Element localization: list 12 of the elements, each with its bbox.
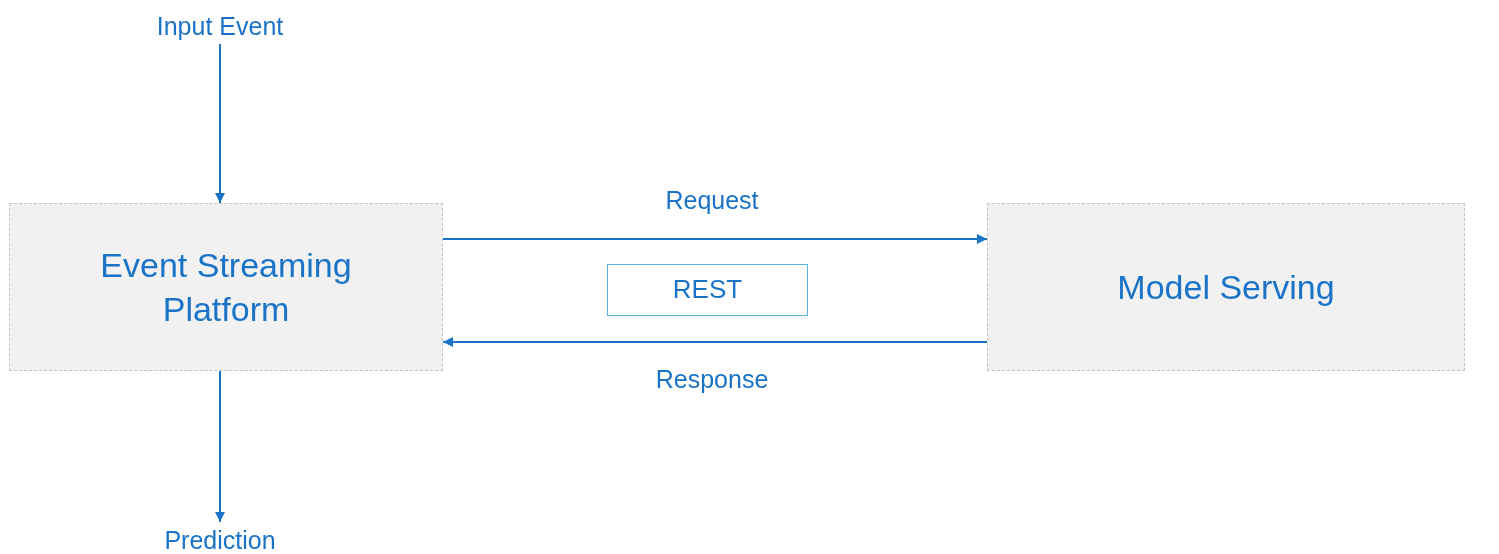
node-label: REST: [672, 273, 743, 307]
arrow: [215, 43, 225, 204]
arrow: [442, 234, 988, 244]
protocol-box: [607, 264, 808, 316]
node-label: Input Event: [156, 10, 284, 42]
process-box: [987, 203, 1465, 371]
node-label: Prediction: [164, 524, 276, 554]
node-label: Event Streaming Platform: [99, 244, 353, 330]
arrow: [215, 370, 225, 523]
node-label: Model Serving: [1117, 266, 1335, 308]
arrow: [442, 337, 988, 347]
process-box: [9, 203, 443, 371]
